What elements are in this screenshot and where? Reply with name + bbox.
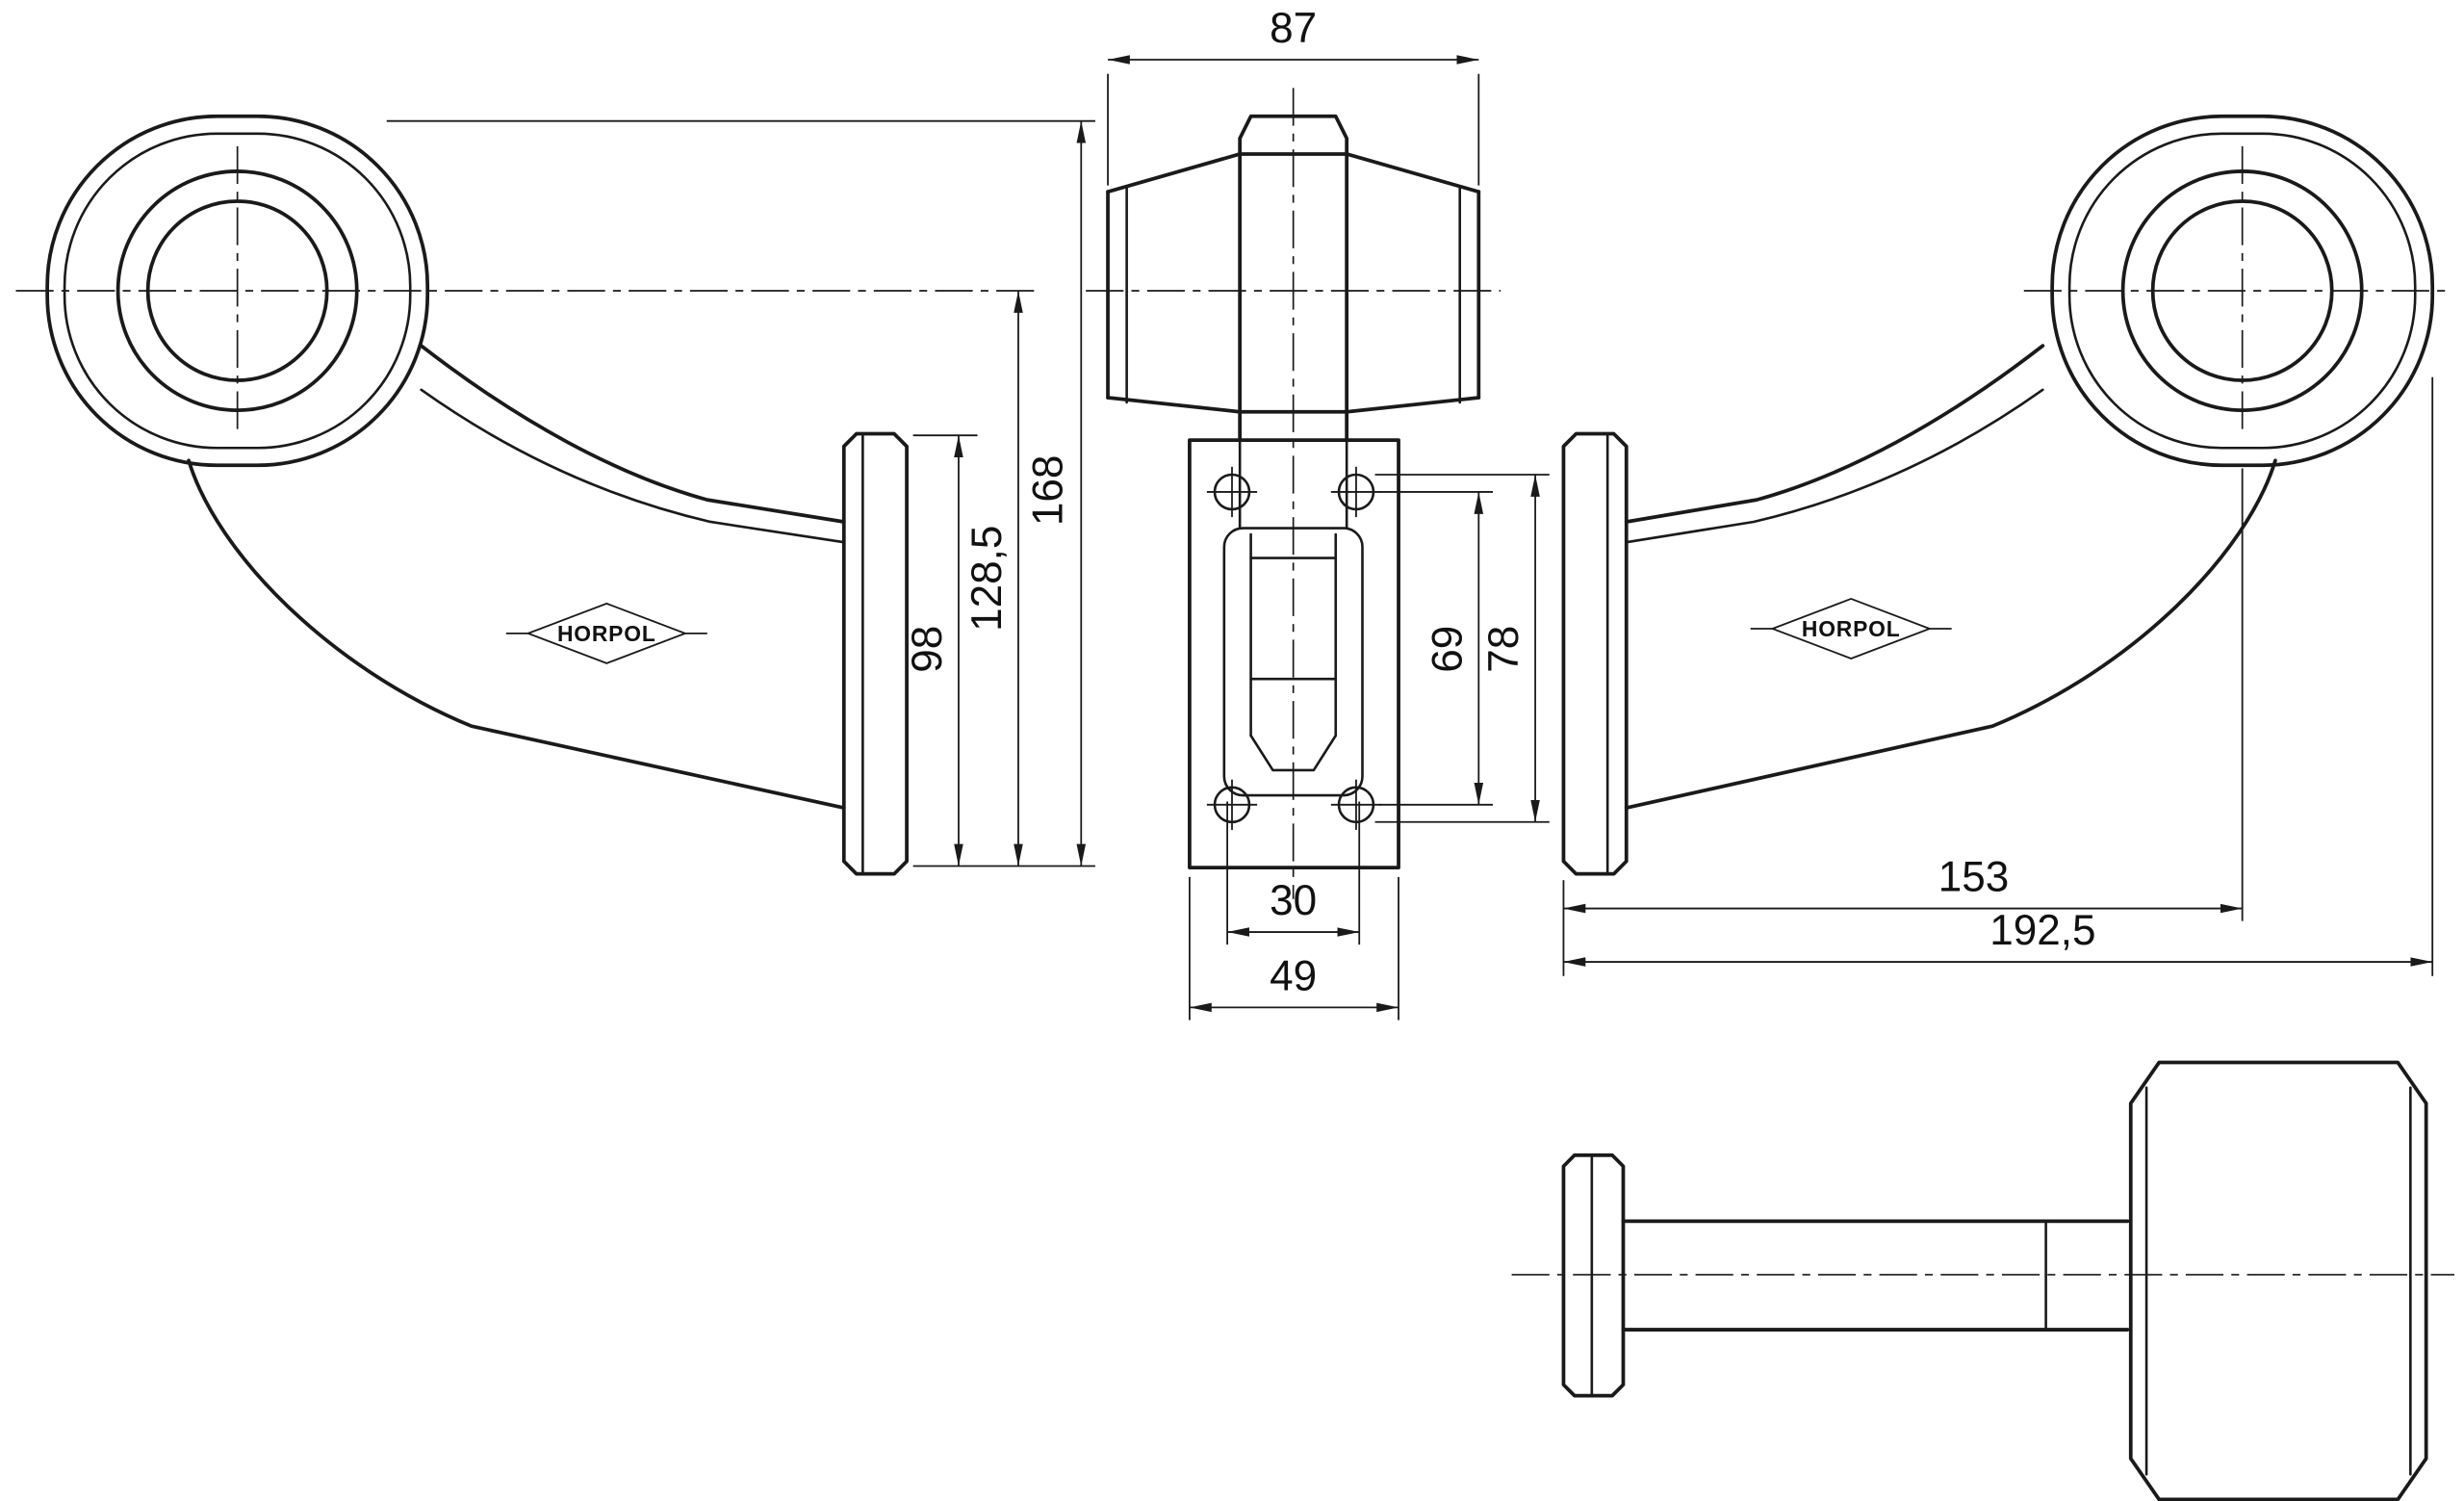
dimension-label: 192,5 (1989, 907, 2095, 954)
dimension-label: 98 (904, 626, 951, 673)
dim-overall-height: 168 (386, 119, 1095, 867)
horpol-logo-left: HORPOL (505, 602, 707, 664)
dimension-label: 69 (1424, 626, 1471, 673)
dimension-label: 168 (1025, 455, 1072, 527)
barrel-bottom-left-slant (1106, 396, 1243, 414)
left-mounting-flange (841, 431, 909, 876)
right-arm-top-edge (1624, 344, 2045, 524)
bottom-view-barrel-outline (2128, 1060, 2428, 1501)
logo-text: HORPOL (1802, 616, 1901, 641)
dimension-label: 87 (1270, 5, 1317, 52)
horpol-logo-right: HORPOL (1750, 598, 1952, 660)
right-mounting-flange (1561, 431, 1629, 876)
dim-axis-height: 128,5 (963, 291, 1023, 867)
dimension-label: 49 (1270, 952, 1317, 999)
dim-lamp-body-width: 87 (1107, 5, 1480, 186)
barrel-top-right-slant (1345, 152, 1481, 194)
dimension-label: 30 (1270, 877, 1317, 924)
left-lamp-side-view: HORPOL (15, 114, 1035, 876)
dimensions: 87 168 128,5 98 69 78 (386, 5, 2434, 1021)
front-view (1086, 88, 1502, 899)
dim-slot-width: 30 (1226, 801, 1361, 945)
logo-text: HORPOL (557, 621, 656, 646)
dim-axis-offset: 153 (1562, 468, 2244, 976)
dim-hole-spacing: 69 (1379, 491, 1493, 806)
right-lamp-side-view: HORPOL (1561, 114, 2451, 876)
dim-overall-length: 192,5 (1563, 376, 2434, 976)
left-arm-bottom-edge (187, 458, 846, 810)
dim-bracket-width: 49 (1189, 876, 1399, 1021)
left-arm-top-edge (419, 344, 846, 524)
barrel-top-left-slant (1106, 152, 1243, 194)
screw-hole-crosses (1206, 466, 1382, 830)
left-arm-inner-edge (420, 388, 846, 544)
dimension-label: 78 (1480, 626, 1527, 673)
dim-bracket-height: 98 (904, 434, 978, 867)
dim-slot-length: 78 (1374, 474, 1550, 823)
barrel-bottom-right-slant (1345, 396, 1481, 414)
bottom-view (1511, 1060, 2455, 1501)
right-arm-bottom-edge (1624, 458, 2277, 810)
right-arm-inner-edge (1625, 388, 2044, 544)
dimension-label: 153 (1938, 854, 2010, 901)
dimension-label: 128,5 (963, 526, 1011, 632)
bottom-view-flange (1561, 1152, 1626, 1398)
